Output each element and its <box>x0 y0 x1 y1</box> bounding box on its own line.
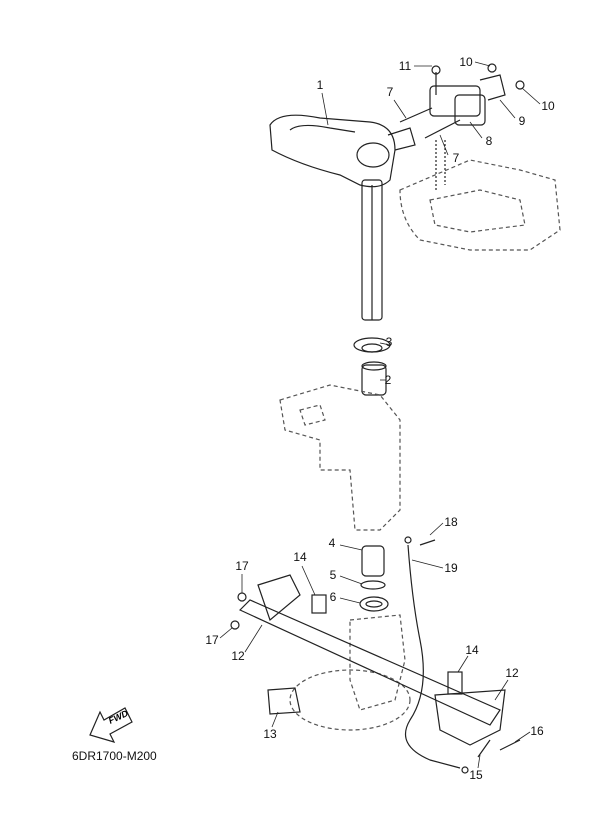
callout-3: 3 <box>385 335 393 349</box>
callout-14: 14 <box>465 643 479 657</box>
callout-10: 10 <box>459 55 473 69</box>
callout-5: 5 <box>329 568 337 582</box>
leader-lines <box>219 61 541 769</box>
callout-9: 9 <box>518 114 526 128</box>
steering-arm-part-1 <box>269 114 416 321</box>
callout-10: 10 <box>541 99 555 113</box>
callout-12: 12 <box>505 666 519 680</box>
diagram-code: 6DR1700-M200 <box>72 749 157 763</box>
bolts <box>230 539 521 758</box>
fwd-arrow-icon <box>89 707 133 743</box>
callout-6: 6 <box>329 590 337 604</box>
engine-base-phantom <box>399 159 561 251</box>
bushings <box>353 337 391 396</box>
swivel-bracket-phantom <box>279 384 401 531</box>
callout-11: 11 <box>398 59 412 73</box>
callout-1: 1 <box>316 78 324 92</box>
callout-12: 12 <box>231 649 245 663</box>
clamp-parts <box>399 63 525 190</box>
callout-7: 7 <box>386 85 394 99</box>
callout-14: 14 <box>293 550 307 564</box>
callout-2: 2 <box>384 373 392 387</box>
callout-19: 19 <box>444 561 458 575</box>
lower-mount-bar <box>238 574 506 746</box>
lower-case-phantom <box>289 614 411 731</box>
callout-17: 17 <box>235 559 249 573</box>
callout-17: 17 <box>205 633 219 647</box>
callout-16: 16 <box>530 724 544 738</box>
callout-15: 15 <box>469 768 483 782</box>
callout-8: 8 <box>485 134 493 148</box>
ground-wire <box>404 536 469 774</box>
callout-7: 7 <box>452 151 460 165</box>
lower-bushings <box>359 545 389 612</box>
callout-4: 4 <box>328 536 336 550</box>
callout-18: 18 <box>444 515 458 529</box>
callout-13: 13 <box>263 727 277 741</box>
